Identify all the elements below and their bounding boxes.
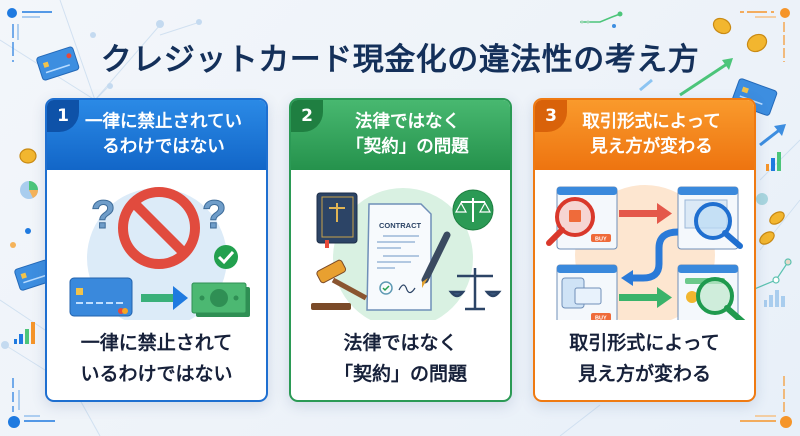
question-mark-icon: ?	[91, 193, 116, 238]
card-number-badge: 3	[535, 100, 567, 132]
card-caption: 一律に禁止されて いるわけではない	[80, 332, 233, 385]
contract-document-icon: CONTRACT	[366, 203, 432, 311]
svg-text:?: ?	[202, 193, 226, 237]
coin-icon	[19, 17, 785, 245]
svg-text:BUY: BUY	[595, 237, 607, 243]
card-header-text: 法律ではなく 「契約」の問題	[346, 112, 469, 157]
scales-badge-icon	[452, 189, 494, 231]
magnifier-icon	[694, 202, 743, 249]
arrow-icon	[619, 287, 672, 308]
arrow-icon	[621, 228, 679, 286]
card-illustration: ? ?	[69, 187, 250, 320]
prohibited-sign-icon	[118, 187, 200, 269]
svg-text:BUY: BUY	[595, 316, 607, 321]
browser-window-icon: BUY	[556, 264, 618, 321]
law-book-icon	[316, 192, 358, 248]
card-caption: 取引形式によって 見え方が変わる	[569, 332, 720, 385]
arrow-icon	[619, 203, 672, 224]
card-number-badge: 1	[47, 100, 79, 132]
credit-card-icon	[69, 277, 133, 317]
cash-icon	[191, 282, 250, 317]
credit-card-icon	[14, 259, 53, 291]
card-header-text: 一律に禁止されてい るわけではない	[85, 112, 242, 157]
check-circle-icon	[214, 245, 238, 269]
credit-card-icon	[36, 46, 80, 81]
card-header: 2 法律ではなく 「契約」の問題	[291, 100, 510, 170]
scales-icon	[448, 268, 502, 311]
card-not-uniformly-prohibited: 1 一律に禁止されてい るわけではない ? ?	[45, 98, 268, 402]
bar-chart-icon	[764, 290, 785, 307]
bar-chart-icon	[14, 322, 35, 344]
pie-chart-icon	[20, 181, 38, 199]
card-header: 1 一律に禁止されてい るわけではない	[47, 100, 266, 170]
svg-text:CONTRACT: CONTRACT	[379, 221, 421, 230]
bar-chart-icon	[766, 152, 781, 171]
card-contract-not-law: 2 法律ではなく 「契約」の問題 CONTRACT	[289, 98, 512, 402]
magnifier-icon	[546, 197, 595, 246]
arrow-right-icon	[141, 286, 188, 310]
svg-text:?: ?	[91, 193, 115, 237]
gavel-icon	[311, 259, 368, 310]
card-caption: 法律ではなく 「契約」の問題	[333, 332, 467, 385]
card-illustration: BUY BUY	[546, 185, 746, 321]
pen-icon	[421, 231, 451, 288]
card-illustration: CONTRACT	[311, 188, 502, 320]
card-header-text: 取引形式によって 見え方が変わる	[582, 112, 721, 157]
card-depends-on-transaction-type: 3 取引形式によって 見え方が変わる BUY	[533, 98, 756, 402]
question-mark-icon: ?	[202, 193, 227, 238]
card-header: 3 取引形式によって 見え方が変わる	[535, 100, 754, 170]
magnifier-icon	[696, 277, 746, 320]
page-title: クレジットカード現金化の違法性の考え方	[100, 42, 700, 78]
card-number-badge: 2	[291, 100, 323, 132]
